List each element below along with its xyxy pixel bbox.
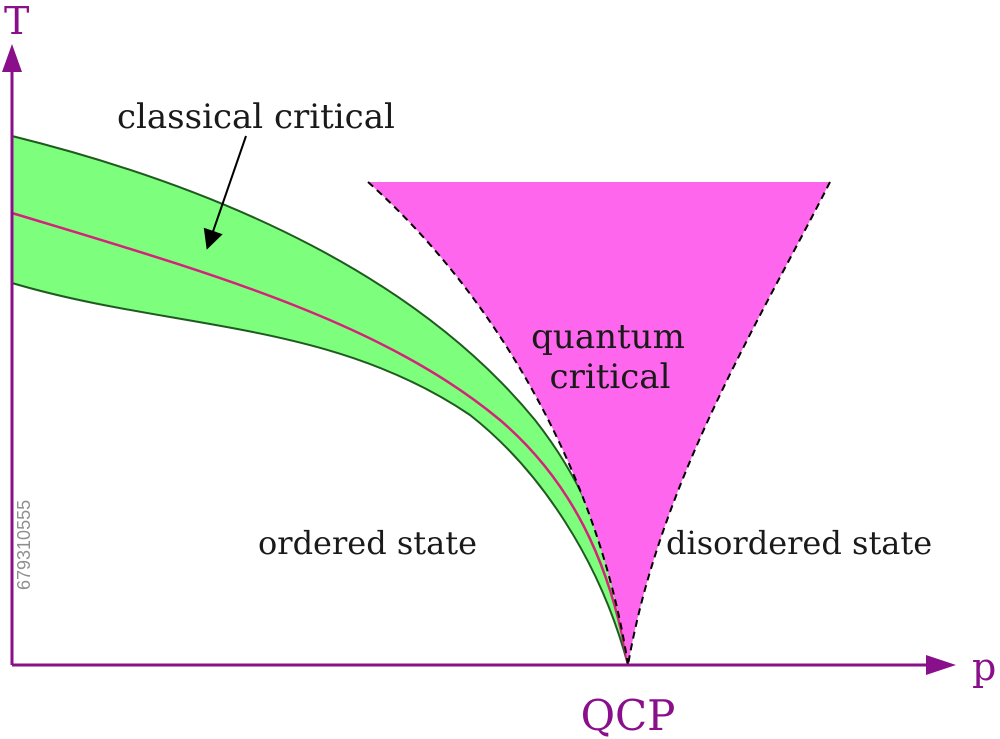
quantum-label: quantum bbox=[531, 317, 685, 357]
x-axis-arrowhead bbox=[926, 655, 956, 675]
y-axis-arrowhead bbox=[2, 44, 22, 72]
ordered-state-label: ordered state bbox=[258, 524, 477, 562]
classical-pointer-arrow bbox=[203, 135, 247, 250]
quantum-critical-right-boundary bbox=[627, 181, 831, 666]
y-axis-label: T bbox=[4, 0, 29, 43]
quantum-critical-left-boundary bbox=[367, 181, 629, 666]
critical-label: critical bbox=[550, 357, 671, 397]
watermark-id: 679310555 bbox=[14, 500, 34, 590]
qcp-label: QCP bbox=[581, 691, 676, 739]
quantum-critical-region bbox=[368, 182, 830, 665]
classical-critical-label: classical critical bbox=[117, 97, 395, 137]
x-axis-label: p bbox=[972, 645, 996, 689]
disordered-state-label: disordered state bbox=[666, 524, 932, 562]
critical-temperature-line bbox=[11, 211, 630, 666]
